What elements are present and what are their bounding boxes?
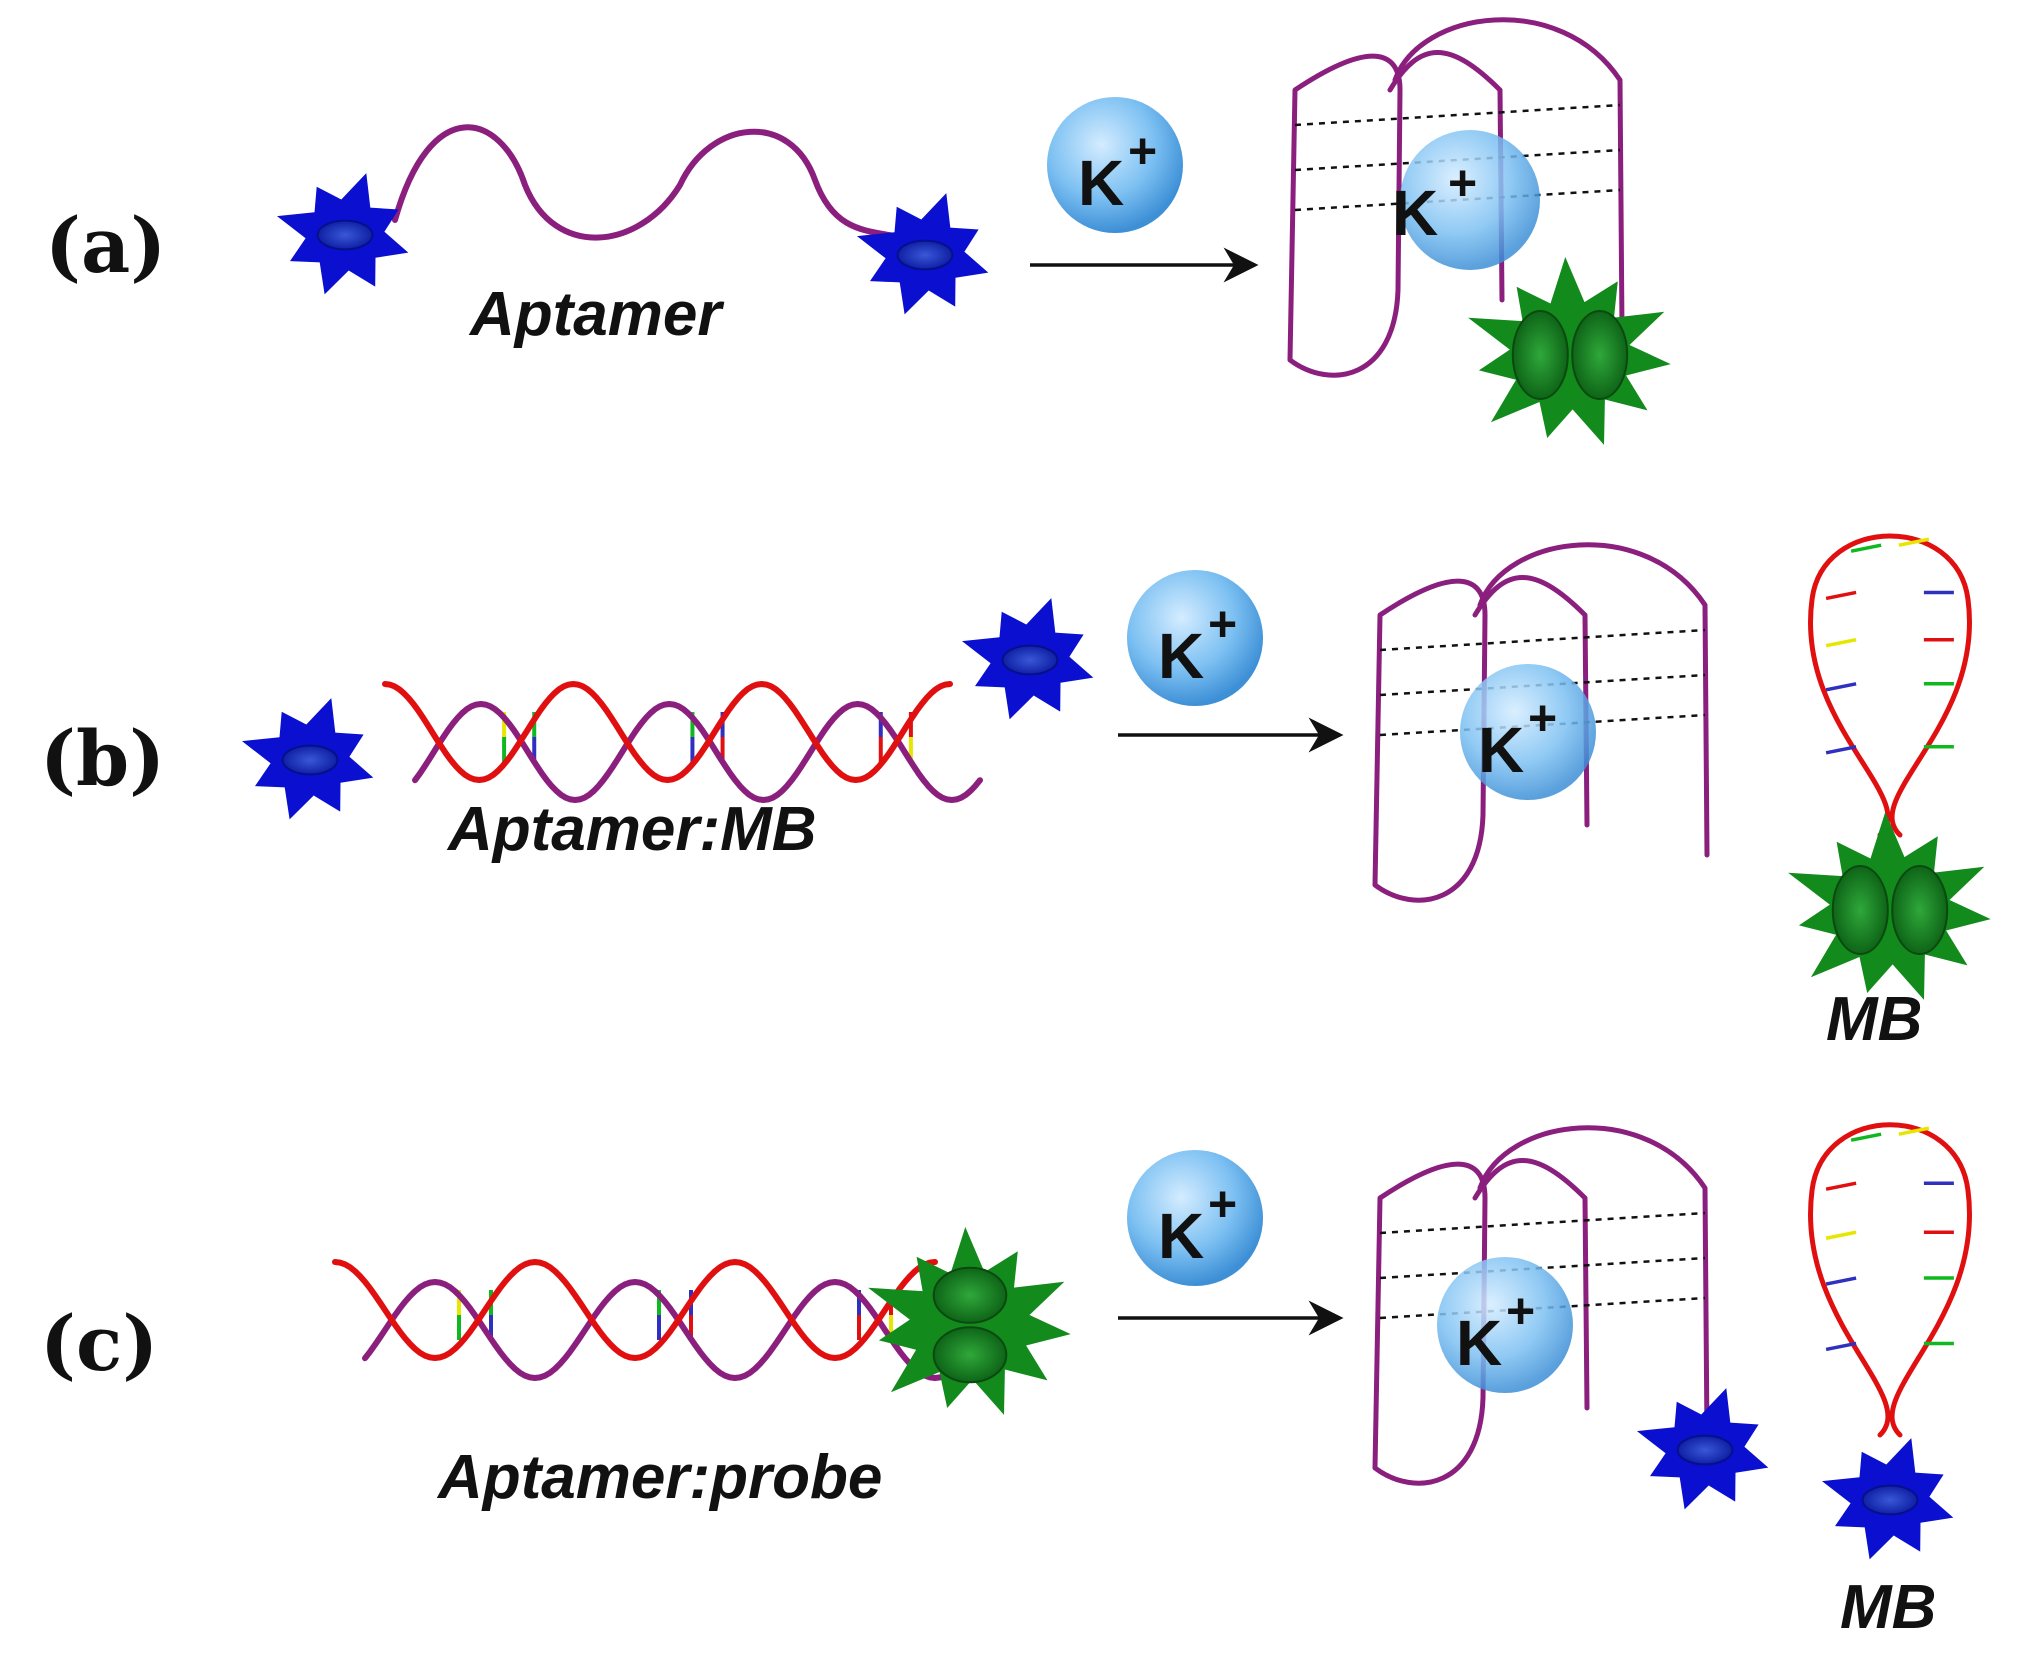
ion-symbol: K [1456, 1307, 1502, 1379]
aptamer-mb-duplex [382, 681, 983, 803]
quencher-core-1 [1831, 865, 1889, 955]
tetrad-plane [1294, 103, 1621, 127]
quadruplex-loop-2 [1387, 50, 1505, 303]
fluorophore-star-right [962, 598, 1094, 720]
quencher-pair [868, 1227, 1071, 1415]
beacon-base-left [1825, 745, 1857, 755]
panel-b: (b) Aptamer:MB K + K + MB [40, 533, 1991, 1054]
fluorophore-star-left [242, 698, 374, 820]
fluorophore-star [1822, 1438, 1954, 1560]
quenched-pair [1788, 812, 1991, 1000]
aptamer-strand [392, 124, 908, 241]
ion-charge: + [1448, 155, 1477, 211]
ion-charge: + [1528, 690, 1557, 746]
quadruplex-loop-1 [1372, 1161, 1488, 1486]
tetrad-plane [1379, 1211, 1706, 1235]
aptamer-strand [362, 1279, 968, 1381]
ion-symbol: K [1478, 714, 1524, 786]
beacon-base-left [1825, 1276, 1857, 1286]
beacon-base-left [1825, 637, 1857, 648]
beacon-strand [1808, 533, 1972, 838]
ion-sphere [1460, 664, 1596, 800]
star-core [316, 219, 374, 251]
ion-charge: + [1208, 596, 1237, 652]
star-core [1001, 644, 1059, 676]
quadruplex-loop-2 [1472, 1158, 1590, 1411]
star-core [281, 744, 339, 776]
quencher-core-2 [932, 1326, 1008, 1384]
potassium-ion: K + [1127, 570, 1263, 706]
aptamer-probe-duplex [332, 1259, 968, 1381]
ion-sphere [1047, 97, 1183, 233]
ion-sphere [1127, 1150, 1263, 1286]
star-core [1861, 1484, 1919, 1516]
beacon-base-left [1850, 1132, 1882, 1142]
quencher-core-2 [1891, 865, 1949, 955]
fluorophore-star-left [277, 173, 409, 295]
mb-label: MB [1840, 1573, 1936, 1642]
g-quadruplex [1372, 542, 1710, 903]
panel-a-letter: (a) [45, 201, 166, 290]
g-quadruplex [1372, 1125, 1710, 1486]
beacon-base-left [1825, 590, 1857, 601]
ion-charge: + [1208, 1176, 1237, 1232]
ion-sphere [1127, 570, 1263, 706]
ion-sphere [1400, 130, 1540, 270]
aptamer-label: Aptamer [468, 280, 724, 349]
star-core [896, 239, 954, 271]
quadruplex-loop-1 [1287, 53, 1403, 378]
star-core [1676, 1434, 1734, 1466]
quadruplex-loop-2 [1472, 575, 1590, 828]
quencher-core-1 [932, 1266, 1008, 1324]
probe-strand [332, 1259, 938, 1361]
bound-potassium-ion: K + [1437, 1257, 1573, 1393]
beacon-base-right [1898, 1126, 1930, 1136]
panel-b-letter: (b) [40, 714, 165, 803]
quadruplex-loop-3 [1392, 17, 1625, 333]
mb-label: MB [1826, 985, 1922, 1054]
tetrad-plane [1379, 628, 1706, 652]
aptamer-strand [412, 701, 983, 803]
beacon-base-left [1850, 543, 1882, 553]
fluorophore-star-right [857, 193, 989, 315]
ion-symbol: K [1158, 1200, 1204, 1272]
beacon-base-left [1825, 1341, 1857, 1352]
probe-strand [382, 681, 953, 783]
quencher-core-1 [1511, 310, 1569, 400]
beacon-base-right [1898, 537, 1930, 547]
quencher-burst [1468, 257, 1671, 445]
panel-c: (c) Aptamer:probe K + K + MB [40, 1122, 1972, 1642]
beacon-strand [1808, 1122, 1972, 1438]
ion-symbol: K [1392, 177, 1438, 249]
beacon-base-left [1825, 682, 1857, 692]
ion-symbol: K [1078, 147, 1124, 219]
ion-charge: + [1128, 123, 1157, 179]
fluorophore-star [1637, 1388, 1769, 1510]
ion-sphere [1437, 1257, 1573, 1393]
ion-symbol: K [1158, 620, 1204, 692]
quencher-burst [1788, 812, 1991, 1000]
beacon-base-left [1825, 1230, 1857, 1240]
panel-a: (a) Aptamer K + K + [45, 17, 1671, 445]
quencher-core-2 [1571, 310, 1629, 400]
bound-potassium-ion: K + [1392, 130, 1540, 270]
beacon-base-left [1825, 1181, 1857, 1191]
quadruplex-loop-1 [1372, 578, 1488, 903]
g-quadruplex [1287, 17, 1625, 378]
molecular-beacon-hairpin [1808, 1122, 1972, 1438]
aptamer-probe-label: Aptamer:probe [436, 1443, 882, 1512]
panel-c-letter: (c) [40, 1299, 158, 1388]
molecular-beacon-hairpin [1808, 533, 1972, 838]
potassium-ion: K + [1047, 97, 1183, 233]
bound-potassium-ion: K + [1460, 664, 1596, 800]
quenched-pair [1468, 257, 1671, 445]
ion-charge: + [1506, 1283, 1535, 1339]
quadruplex-loop-3 [1477, 1125, 1710, 1441]
aptamer-mb-label: Aptamer:MB [446, 795, 817, 864]
quadruplex-loop-3 [1477, 542, 1710, 858]
potassium-ion: K + [1127, 1150, 1263, 1286]
